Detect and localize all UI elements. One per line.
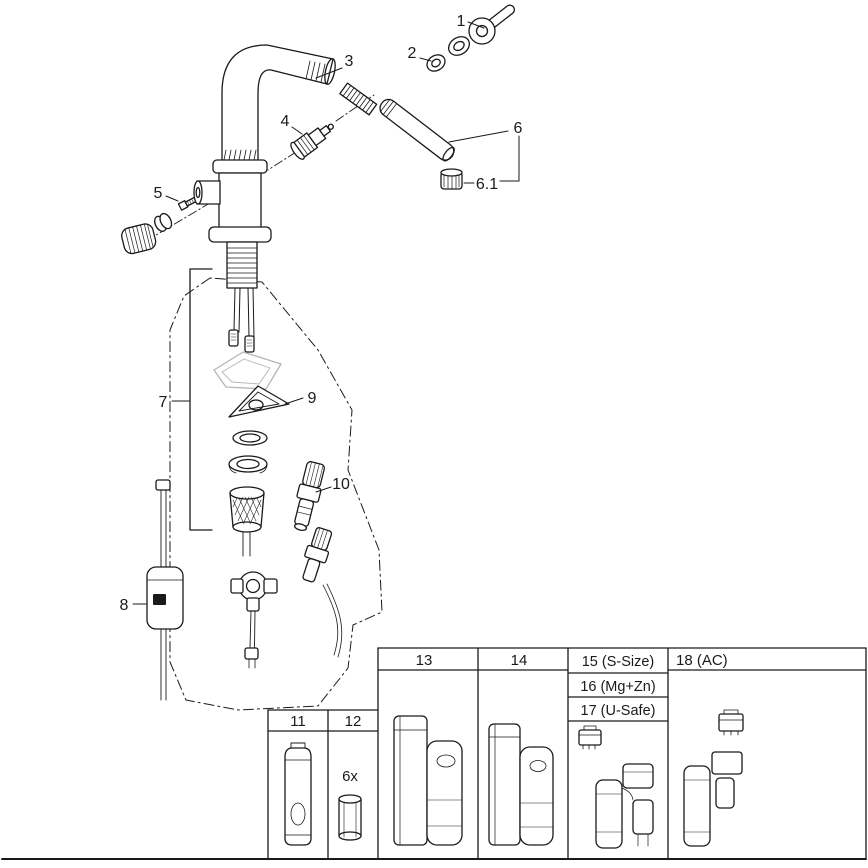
- box-14-label: 14: [511, 652, 528, 669]
- box-12-quantity: 6x: [342, 768, 358, 785]
- part-5-screw-set: [121, 195, 200, 255]
- faucet-spout-arm: [221, 44, 336, 163]
- callout-1: 1: [457, 13, 466, 30]
- filter-head-15-17: [578, 725, 654, 849]
- callout-9: 9: [308, 390, 317, 407]
- box-15-label: 15 (S-Size): [582, 654, 655, 670]
- part-9-triangle-plate: [228, 385, 290, 418]
- callout-6: 6: [514, 120, 523, 137]
- phantom-sink-deck: [213, 351, 282, 390]
- filter-cartridge-11: [284, 742, 312, 846]
- callout-4: 4: [281, 113, 290, 130]
- faucet-body: [193, 159, 272, 353]
- box-18-label: 18 (AC): [676, 652, 728, 669]
- callout-leaders: [132, 21, 520, 605]
- part-6-1-aerator: [440, 168, 463, 190]
- part-8-inline-filter: [146, 479, 184, 701]
- parts-table-labels: 11 12 6x 13 14 15 (S-Size) 16 (Mg+Zn) 17…: [290, 652, 727, 785]
- box-11-label: 11: [290, 713, 306, 730]
- callout-8: 8: [120, 597, 129, 614]
- box-16-label: 16 (Mg+Zn): [580, 679, 655, 695]
- filter-head-18: [683, 709, 744, 847]
- callout-3: 3: [345, 53, 354, 70]
- tee-fitting: [230, 571, 278, 669]
- callout-10: 10: [332, 476, 350, 493]
- spout-tube: [379, 98, 455, 162]
- box-13-label: 13: [416, 652, 433, 669]
- washers-part-2: [426, 36, 471, 72]
- callout-7: 7: [159, 394, 168, 411]
- parts-table-grid: [1, 647, 867, 860]
- handle-lever: [468, 4, 516, 45]
- callout-labels: 1 2 3 4 5 6 6.1 7 8 9 10: [120, 13, 523, 614]
- shutoff-valve: [302, 527, 343, 658]
- callout-6-1: 6.1: [476, 176, 498, 193]
- o-ring-washers: [228, 430, 268, 474]
- part-4-valve: [290, 123, 334, 160]
- part-7-bracket: [189, 268, 213, 531]
- filter-unit-14: [488, 723, 554, 846]
- callout-2: 2: [408, 45, 417, 62]
- spout-connector-thread: [339, 82, 378, 116]
- box-12-label: 12: [345, 713, 362, 730]
- mousseur-filter: [229, 486, 265, 557]
- part-10-check-valve: [293, 461, 326, 531]
- filter-cartridge-12: [338, 794, 362, 841]
- callout-5: 5: [154, 185, 163, 202]
- box-17-label: 17 (U-Safe): [581, 703, 656, 719]
- filter-unit-13: [393, 715, 463, 846]
- assembly-boundary: [169, 277, 383, 711]
